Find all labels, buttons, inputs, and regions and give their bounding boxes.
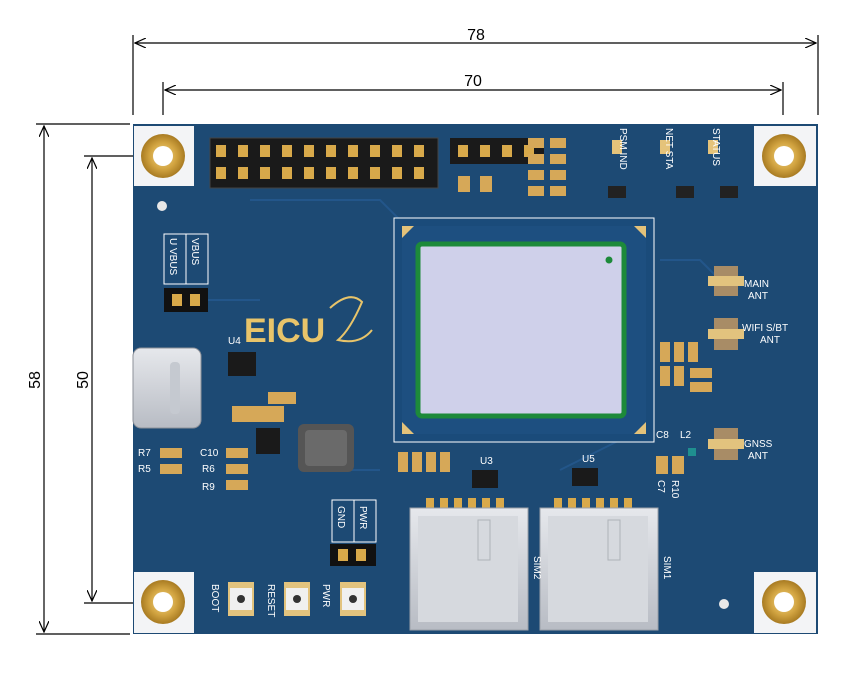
mounting-hole-top-left	[134, 126, 194, 186]
pwr-gnd-jumper	[330, 499, 377, 566]
gnss-antenna-connector	[708, 428, 744, 460]
label-gnss-ant-1: GNSS	[744, 439, 773, 450]
dimension-inner-width	[162, 82, 784, 115]
label-c10: C10	[200, 448, 219, 459]
mounting-hole-top-right	[754, 126, 816, 186]
label-u4: U4	[228, 336, 241, 347]
label-wifi-ant-1: WIFI S/BT	[742, 323, 788, 334]
dimension-outer-width-label: 78	[467, 27, 485, 44]
dimension-inner-height	[84, 155, 135, 604]
smd-components-top	[458, 138, 566, 196]
label-gnd: GND	[335, 506, 346, 528]
power-components	[232, 392, 354, 472]
mounting-hole-bottom-right	[754, 572, 816, 633]
fiducial-left	[157, 201, 167, 211]
eicu-logo: EICU	[244, 312, 325, 350]
label-sim2: SIM2	[531, 556, 542, 580]
dimension-outer-height-label: 58	[27, 371, 44, 389]
inductor-l2	[688, 448, 696, 456]
label-status: STATUS	[710, 128, 721, 166]
label-gnss-ant-2: ANT	[748, 451, 768, 462]
small-resistors-left	[160, 448, 248, 490]
label-r5: R5	[138, 464, 151, 475]
mounting-hole-bottom-left	[134, 572, 194, 633]
label-c7: C7	[655, 480, 666, 493]
label-wifi-ant-2: ANT	[760, 335, 780, 346]
label-main-ant-1: MAIN	[744, 279, 769, 290]
label-r7: R7	[138, 448, 151, 459]
fiducial-right	[719, 599, 729, 609]
chip-u4	[228, 352, 256, 376]
power-button	[340, 582, 366, 616]
usb-c-connector	[132, 347, 202, 429]
sim2-slot	[409, 498, 529, 631]
chip-u5	[572, 468, 598, 486]
label-pwr-button: PWR	[320, 584, 331, 607]
main-module	[393, 217, 655, 443]
label-c8: C8	[656, 430, 669, 441]
label-r10: R10	[669, 480, 680, 499]
label-u3: U3	[480, 456, 493, 467]
label-u-vbus: U VBUS	[167, 238, 178, 276]
logo-kite-mark	[329, 296, 373, 343]
led-indicators	[608, 140, 738, 198]
dimension-outer-width	[132, 35, 819, 115]
vbus-jumper	[163, 233, 209, 312]
label-main-ant-2: ANT	[748, 291, 768, 302]
label-psm-ind: PSM IND	[617, 128, 628, 170]
sim1-slot	[539, 498, 659, 631]
label-pwr-header: PWR	[357, 506, 368, 529]
label-net-sta: NET STA	[663, 128, 674, 170]
label-r9: R9	[202, 482, 215, 493]
label-reset: RESET	[265, 584, 276, 617]
reset-button	[284, 582, 310, 616]
label-r6: R6	[202, 464, 215, 475]
label-sim1: SIM1	[661, 556, 672, 580]
boot-button	[228, 582, 254, 616]
label-u5: U5	[582, 454, 595, 465]
rf-passives	[656, 342, 712, 474]
dimension-outer-height	[36, 123, 130, 635]
chip-u3	[472, 470, 498, 488]
caps-row	[398, 452, 450, 472]
label-vbus: VBUS	[189, 238, 200, 266]
dimension-inner-height-label: 50	[75, 371, 92, 389]
main-antenna-connector	[708, 266, 744, 296]
wifi-antenna-connector	[708, 318, 744, 350]
gpio-pin-header	[209, 137, 439, 189]
label-l2: L2	[680, 430, 692, 441]
label-boot: BOOT	[209, 584, 220, 612]
dimension-inner-width-label: 70	[464, 73, 482, 90]
